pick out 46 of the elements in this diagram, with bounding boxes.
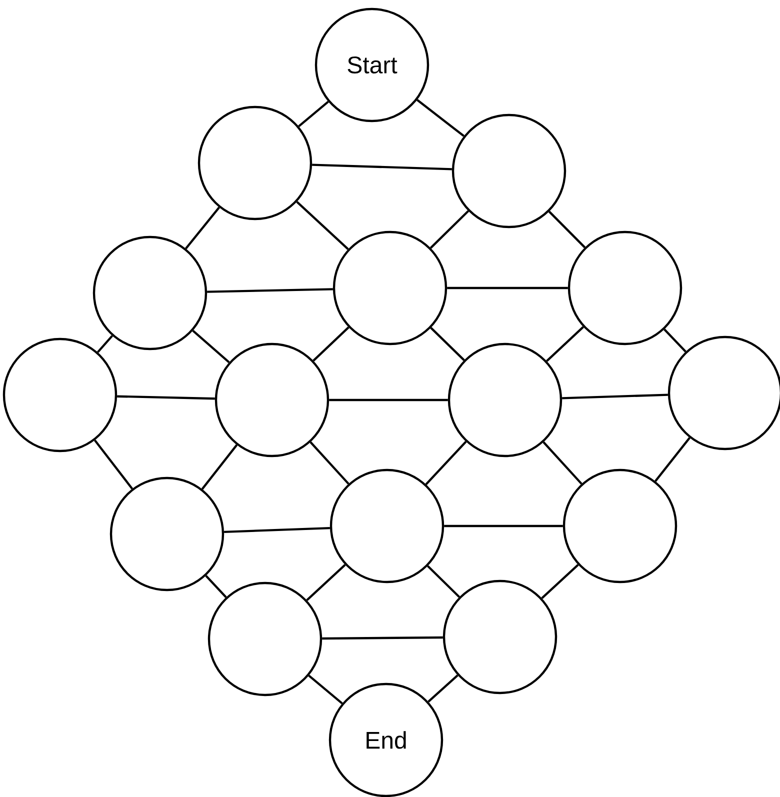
connector-line bbox=[562, 394, 668, 400]
connector-line bbox=[322, 636, 443, 640]
circle-node bbox=[92, 236, 208, 350]
connector-line bbox=[664, 328, 686, 352]
connector-line bbox=[425, 440, 467, 486]
connector-line bbox=[430, 210, 470, 249]
connector-line bbox=[312, 164, 452, 170]
connector-line bbox=[329, 398, 448, 402]
connector-line bbox=[426, 565, 460, 598]
connector-line bbox=[308, 674, 343, 704]
circle-node bbox=[330, 468, 444, 584]
connector-line bbox=[192, 330, 230, 364]
connector-line bbox=[654, 437, 690, 482]
connector-line bbox=[205, 574, 227, 598]
circle-node bbox=[332, 230, 448, 346]
circle-node bbox=[110, 476, 224, 592]
connector-line bbox=[185, 206, 220, 250]
connector-line bbox=[447, 286, 568, 290]
connector-line bbox=[546, 326, 584, 362]
connector-line bbox=[201, 444, 238, 490]
connector-line bbox=[430, 327, 465, 361]
circle-node bbox=[198, 106, 312, 220]
connector-line bbox=[306, 564, 346, 601]
circle-node bbox=[562, 468, 678, 584]
circle-node bbox=[208, 582, 322, 696]
connector-line bbox=[117, 395, 215, 400]
connector-line bbox=[207, 288, 333, 293]
connector-line bbox=[548, 210, 586, 248]
connector-line bbox=[416, 99, 465, 137]
circle-node bbox=[452, 114, 566, 228]
connector-line bbox=[312, 326, 350, 362]
connector-line bbox=[542, 441, 582, 485]
circle-node bbox=[568, 230, 682, 346]
connector-line bbox=[296, 200, 349, 250]
connector-line bbox=[444, 524, 563, 528]
connector-line bbox=[224, 526, 330, 534]
connector-line bbox=[298, 100, 329, 128]
connector-line bbox=[541, 564, 579, 600]
connector-line bbox=[310, 441, 350, 485]
circle-node bbox=[442, 580, 558, 694]
connector-line bbox=[94, 440, 134, 490]
circle-node bbox=[214, 342, 330, 458]
circle-node bbox=[448, 342, 562, 458]
connector-line bbox=[96, 335, 114, 353]
connector-line bbox=[428, 674, 458, 703]
circle-node bbox=[2, 338, 118, 452]
